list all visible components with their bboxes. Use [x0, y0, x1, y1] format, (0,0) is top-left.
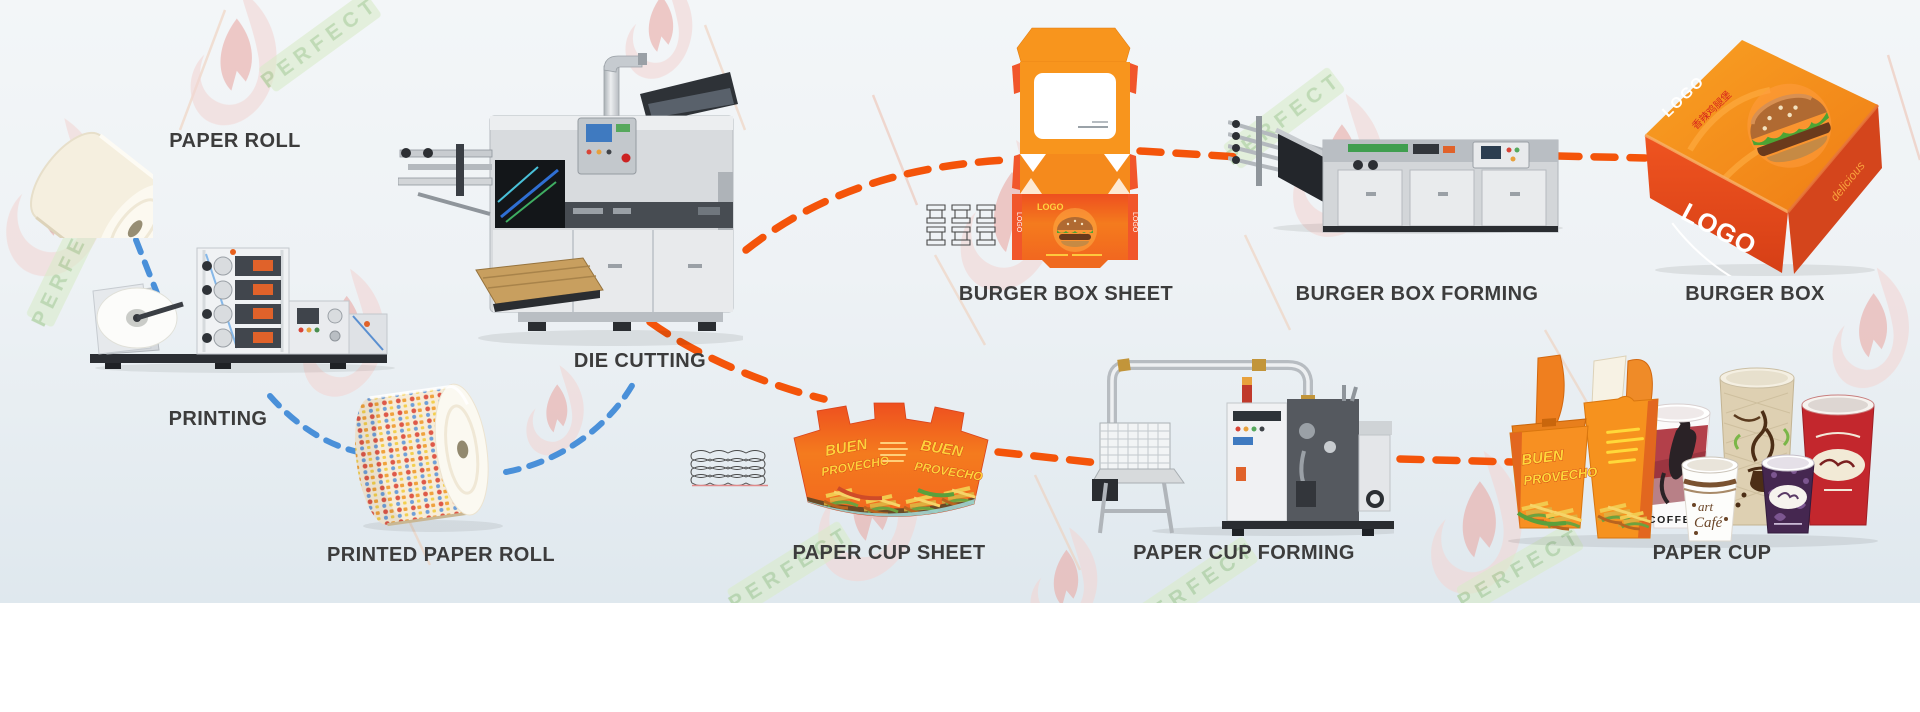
label-burger-box-sheet: BURGER BOX SHEET: [958, 283, 1174, 305]
connector-printed-roll-to-die-cutting: [503, 381, 636, 475]
paper-cup-sheet-image: BUEN PROVECHO BUEN PROVECHO: [793, 402, 989, 517]
label-burger-box-forming: BURGER BOX FORMING: [1295, 283, 1539, 305]
paper-roll-image: [30, 131, 153, 238]
buen-provecho-noodle-boxes: BUEN PROVECHO: [1509, 354, 1659, 539]
white-margin: [0, 603, 1920, 712]
purple-paper-cup: [1761, 454, 1815, 534]
label-die-cutting: DIE CUTTING: [573, 350, 707, 372]
label-paper-cup: PAPER CUP: [1652, 542, 1772, 564]
cafe-cup-line1-text: art: [1698, 499, 1714, 514]
banner-background: PERFECT PERFECT PERFECT PERFECT PERFECT: [0, 0, 1920, 603]
burger-box-image: LOGO 香辣鸡腿堡 LOGO delicious: [1644, 40, 1882, 276]
die-cutting-machine-image: [398, 53, 743, 346]
sheet-logo-text: LOGO: [1037, 202, 1064, 212]
paper-cup-dieline-diagram: [690, 450, 768, 487]
sheet-side-logo-text: LOGO: [1015, 212, 1022, 233]
burger-box-sheet-image: LOGO LOGO LOGO: [1012, 27, 1138, 268]
connector-burger-sheet-to-forming: [1136, 147, 1244, 161]
burger-box-forming-machine-image: [1228, 116, 1563, 234]
burger-box-dieline-diagram: [926, 204, 996, 246]
label-printing: PRINTING: [168, 408, 268, 430]
label-paper-roll: PAPER ROLL: [169, 130, 301, 152]
noodle-box-buen-text: BUEN: [1520, 447, 1565, 469]
paper-cup-forming-machine-image: [1092, 358, 1394, 536]
label-burger-box: BURGER BOX: [1685, 283, 1825, 305]
paper-cup-group-image: COFFEE art Café: [1508, 354, 1878, 548]
printing-machine-image: [90, 247, 395, 373]
cafe-cup-line2-text: Café: [1694, 515, 1724, 531]
label-paper-cup-sheet: PAPER CUP SHEET: [792, 542, 986, 564]
sheet-side-logo-text: LOGO: [1131, 212, 1138, 233]
label-printed-paper-roll: PRINTED PAPER ROLL: [327, 544, 555, 566]
watermark-perfect-text: PERFECT: [257, 0, 384, 93]
watermark-perfect-badge: PERFECT: [257, 0, 384, 93]
art-cafe-cup: art Café: [1681, 456, 1739, 542]
connector-cup-forming-to-cups: [1396, 455, 1516, 466]
coffee-cup-text: COFFEE: [1648, 514, 1700, 526]
printed-paper-roll-image: [354, 383, 503, 532]
label-paper-cup-forming: PAPER CUP FORMING: [1133, 542, 1355, 564]
